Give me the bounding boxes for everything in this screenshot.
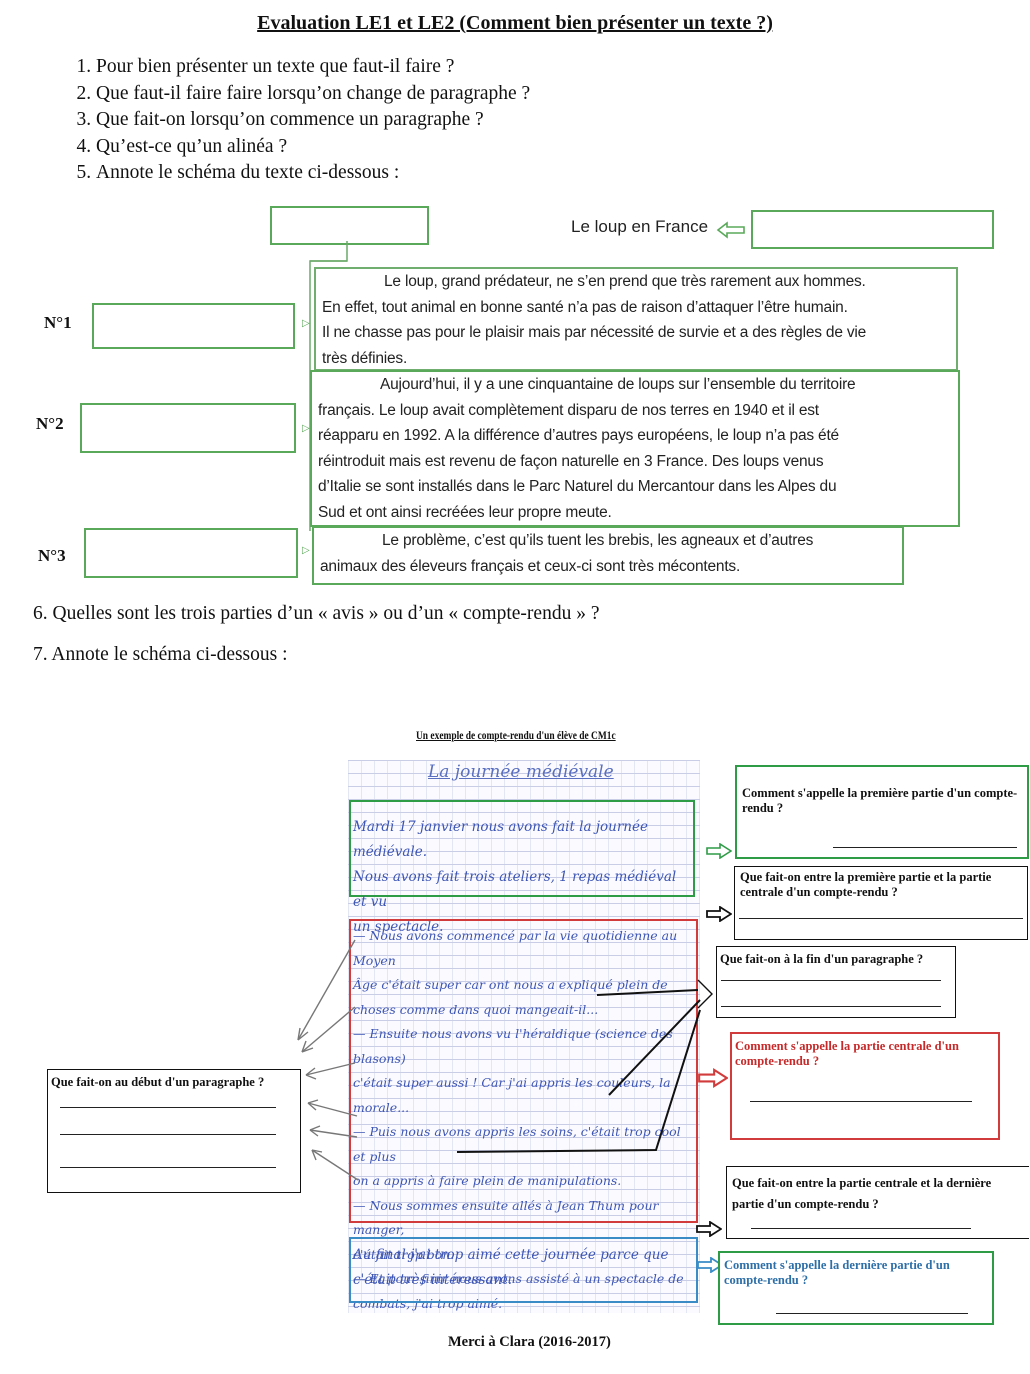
answer-line — [833, 847, 1017, 848]
arrow-right-icon — [706, 906, 732, 922]
paragraph-line: Sud et ont ainsi recréées leur propre me… — [318, 503, 612, 521]
credit-text: Merci à Clara (2016-2017) — [448, 1334, 611, 1350]
answer-box-paragraph-2[interactable] — [80, 403, 296, 453]
question-item: Annote le schéma du texte ci-dessous : — [96, 160, 530, 187]
question-item: Que faut-il faire faire lorsqu’on change… — [96, 81, 530, 108]
answer-line — [721, 980, 941, 981]
hand-line: choses comme dans quoi mangeait-il... — [353, 1001, 599, 1017]
question-box-first-part[interactable]: Comment s'appelle la première partie d'u… — [735, 765, 1029, 859]
hand-line: — Nous sommes ensuite allés à Jean Thum … — [353, 1197, 659, 1238]
answer-box-top-left[interactable] — [270, 206, 429, 245]
arrow-right-icon — [698, 1068, 728, 1088]
arrow-right-icon — [696, 1221, 722, 1237]
middle-frame — [349, 919, 698, 1223]
question-7: 7. Annote le schéma ci-dessous : — [33, 644, 288, 665]
hand-line: — Et pour finir nous avons assisté à un … — [353, 1271, 684, 1286]
conclusion-text: Au final j'ai trop aimé cette journée pa… — [353, 1243, 691, 1293]
paragraph-label: N°3 — [38, 546, 66, 565]
paragraph-first-line: Le loup, grand prédateur, ne s’en prend … — [384, 273, 866, 290]
middle-text: — Nous avons commencé par la vie quotidi… — [353, 924, 691, 1316]
question-item: Pour bien présenter un texte que faut-il… — [96, 54, 530, 81]
schema2-caption: Un exemple de compte-rendu d'un élève de… — [416, 730, 616, 742]
hand-line: combats, j'ai trop aimé. — [353, 1295, 503, 1311]
question-box-between-central-last[interactable]: Que fait-on entre la partie centrale et … — [726, 1166, 1029, 1239]
paragraph-line: français. Le loup avait complètement dis… — [318, 401, 819, 419]
hand-line: c'était très intéressant. — [353, 1272, 513, 1288]
small-arrow-icon: ▷ — [302, 423, 310, 434]
paragraph-line: réintroduit mais est revenu de façon nat… — [318, 452, 824, 470]
paragraph-label: N°2 — [36, 414, 64, 433]
small-arrow-icon: ▷ — [302, 545, 310, 556]
hand-line: Au final j'ai trop aimé cette journée pa… — [353, 1247, 669, 1263]
hand-line: c'était trop bon. — [353, 1246, 455, 1262]
question-text: Comment s'appelle la première partie d'u… — [742, 786, 1018, 815]
page-title: Evaluation LE1 et LE2 (Comment bien prés… — [257, 12, 773, 34]
hand-line: on a appris à faire plein de manipulatio… — [353, 1173, 622, 1188]
question-box-start-paragraph[interactable]: Que fait-on au début d'un paragraphe ? — [47, 1069, 301, 1193]
paragraph-first-line: Aujourd’hui, il y a une cinquantaine de … — [380, 376, 856, 393]
question-text: Que fait-on entre la première partie et … — [740, 870, 992, 899]
paragraph-3: Le problème, c’est qu’ils tuent les breb… — [312, 526, 904, 585]
hand-line: Âge c'était super car ont nous a expliqu… — [353, 977, 668, 992]
intro-text: Mardi 17 janvier nous avons fait la jour… — [353, 815, 689, 940]
paragraph-line: Il ne chasse pas pour le plaisir mais pa… — [322, 324, 867, 341]
question-text: Que fait-on entre la partie centrale et … — [732, 1176, 992, 1211]
hand-line: un spectacle. — [353, 919, 444, 935]
arrow-left-icon — [716, 221, 745, 239]
question-list: Pour bien présenter un texte que faut-il… — [60, 54, 530, 187]
arrow-right-icon — [706, 843, 732, 859]
small-arrow-icon: ▷ — [302, 318, 310, 329]
answer-line — [60, 1167, 276, 1168]
hand-line: Nous avons fait trois ateliers, 1 repas … — [353, 869, 677, 910]
handwritten-title: La journée médiévale — [428, 762, 614, 782]
hand-line: c'était super aussi ! Car j'ai appris le… — [353, 1075, 671, 1115]
paragraph-line: En effet, tout animal en bonne santé n’a… — [322, 298, 848, 316]
answer-line — [721, 1006, 941, 1007]
question-box-between-first-central[interactable]: Que fait-on entre la première partie et … — [734, 866, 1028, 940]
answer-box-paragraph-1[interactable] — [92, 303, 295, 349]
paragraph-line: animaux des éleveurs français et ceux-ci… — [320, 557, 741, 575]
conclusion-frame — [349, 1237, 698, 1303]
answer-line — [60, 1107, 276, 1108]
handwritten-sheet — [348, 760, 700, 1313]
question-text: Comment s'appelle la dernière partie d'u… — [724, 1258, 950, 1287]
answer-box-paragraph-3[interactable] — [84, 528, 298, 578]
answer-line — [776, 1313, 968, 1314]
answer-line — [739, 918, 1023, 919]
question-item: Que fait-on lorsqu’on commence un paragr… — [96, 107, 530, 134]
paragraph-line: réapparu en 1992. A la différence d’autr… — [318, 427, 839, 444]
answer-line — [750, 1101, 972, 1102]
hand-line: — Nous avons commencé par la vie quotidi… — [353, 928, 678, 968]
question-text: Que fait-on à la fin d'un paragraphe ? — [720, 952, 924, 966]
paragraph-label: N°1 — [44, 313, 72, 332]
question-text: Comment s'appelle la partie centrale d'u… — [735, 1039, 959, 1068]
answer-box-top-right[interactable] — [751, 210, 994, 249]
question-box-last-part[interactable]: Comment s'appelle la dernière partie d'u… — [718, 1251, 994, 1325]
paragraph-2: Aujourd’hui, il y a une cinquantaine de … — [310, 370, 960, 527]
question-item: Qu’est-ce qu’un alinéa ? — [96, 134, 530, 161]
intro-frame — [349, 800, 695, 897]
question-box-central-part[interactable]: Comment s'appelle la partie centrale d'u… — [730, 1032, 1000, 1140]
question-box-end-paragraph[interactable]: Que fait-on à la fin d'un paragraphe ? — [716, 946, 956, 1018]
paragraph-line: d’Italie se sont installés dans le Parc … — [318, 478, 837, 495]
answer-line — [60, 1134, 276, 1135]
paragraph-first-line: Le problème, c’est qu’ils tuent les breb… — [382, 532, 814, 549]
hand-line: Mardi 17 janvier nous avons fait la jour… — [353, 819, 648, 860]
question-6: 6. Quelles sont les trois parties d’un «… — [33, 603, 600, 624]
paragraph-1: Le loup, grand prédateur, ne s’en prend … — [314, 267, 958, 371]
text-title: Le loup en France — [571, 217, 709, 236]
arrow-right-icon — [697, 1257, 723, 1273]
hand-line: — Ensuite nous avons vu l'héraldique (sc… — [353, 1026, 673, 1066]
question-text: Que fait-on au début d'un paragraphe ? — [51, 1075, 265, 1089]
paragraph-line: très définies. — [322, 349, 408, 367]
hand-line: — Puis nous avons appris les soins, c'ét… — [353, 1124, 681, 1164]
answer-line — [751, 1228, 971, 1229]
